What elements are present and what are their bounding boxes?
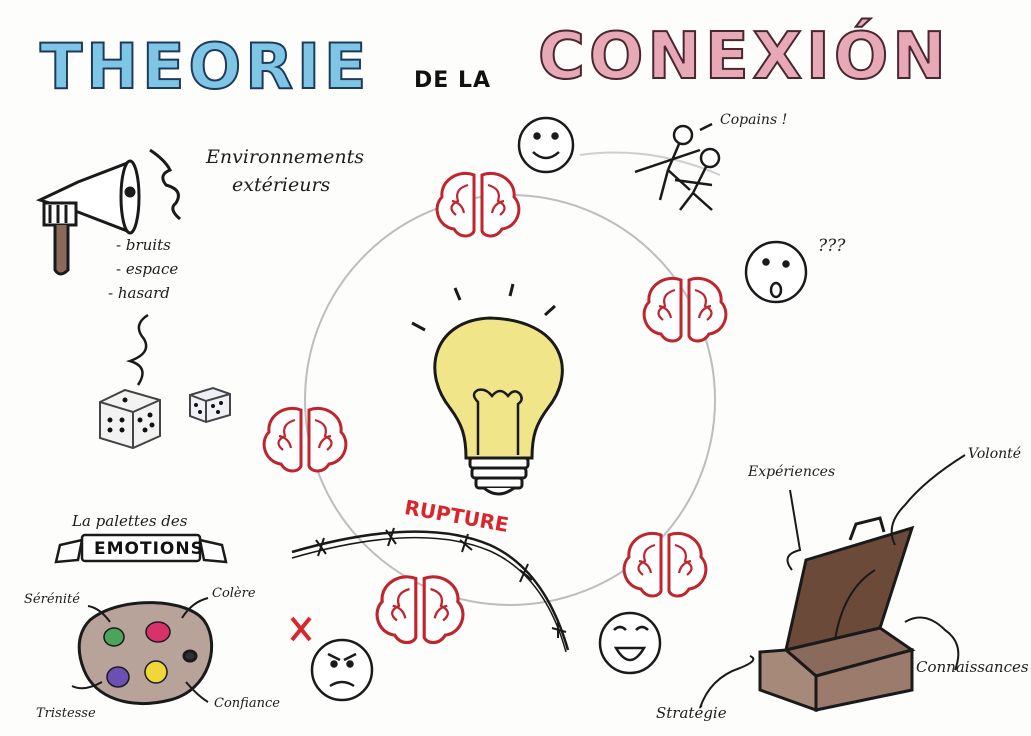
environment-item-chance: - hasard <box>108 284 170 302</box>
barbed-wire-icon <box>291 527 570 653</box>
toolbox-label-will: Volonté <box>968 446 1022 462</box>
smiley-face-icon <box>517 116 575 174</box>
angry-face-icon <box>310 638 374 702</box>
brain-icon <box>642 277 728 343</box>
stick-figures-icon <box>634 122 721 211</box>
brain-icon <box>375 575 465 645</box>
emotions-heading: La palettes des <box>72 512 188 530</box>
brains-group <box>262 172 728 645</box>
friends-label: Copains ! <box>720 112 788 128</box>
brain-icon <box>622 532 708 598</box>
environment-heading-line2: extérieurs <box>232 174 331 196</box>
palette-pointers <box>71 597 209 703</box>
emotion-label-anger: Colère <box>212 586 256 601</box>
toolbox-label-knowledge: Connaissances <box>916 658 1029 676</box>
emotion-label-serenity: Sérénité <box>24 592 80 607</box>
environment-item-noise: - bruits <box>116 236 171 254</box>
paint-palette-icon <box>77 601 214 705</box>
question-marks-label: ??? <box>818 236 846 256</box>
title-conexion: CONEXIÓN <box>537 19 950 95</box>
surprised-face-icon <box>744 240 808 304</box>
title-de-la: DE LA <box>414 68 491 93</box>
dice-icon <box>99 386 231 450</box>
toolbox-pointers <box>699 454 966 709</box>
toolbox-label-experiences: Expériences <box>748 464 836 480</box>
emotions-banner-text: EMOTIONS <box>94 539 204 559</box>
laughing-face-icon <box>598 611 662 675</box>
environment-item-space: - espace <box>116 260 179 278</box>
brain-icon <box>262 407 348 473</box>
light-bulb-icon <box>411 283 564 496</box>
emotion-label-sadness: Tristesse <box>36 706 96 721</box>
cross-mark-icon <box>290 616 312 642</box>
megaphone-icon <box>35 148 181 276</box>
brain-icon <box>435 172 521 238</box>
toolbox-label-strategy: Stratégie <box>656 704 727 722</box>
title-theorie: THEORIE <box>39 29 371 104</box>
environment-heading-line1: Environnements <box>206 146 365 168</box>
toolbox-icon <box>758 516 916 713</box>
emotion-label-confidence: Confiance <box>214 696 280 711</box>
emotions-banner-icon <box>54 533 228 564</box>
brace-icon <box>126 313 149 386</box>
